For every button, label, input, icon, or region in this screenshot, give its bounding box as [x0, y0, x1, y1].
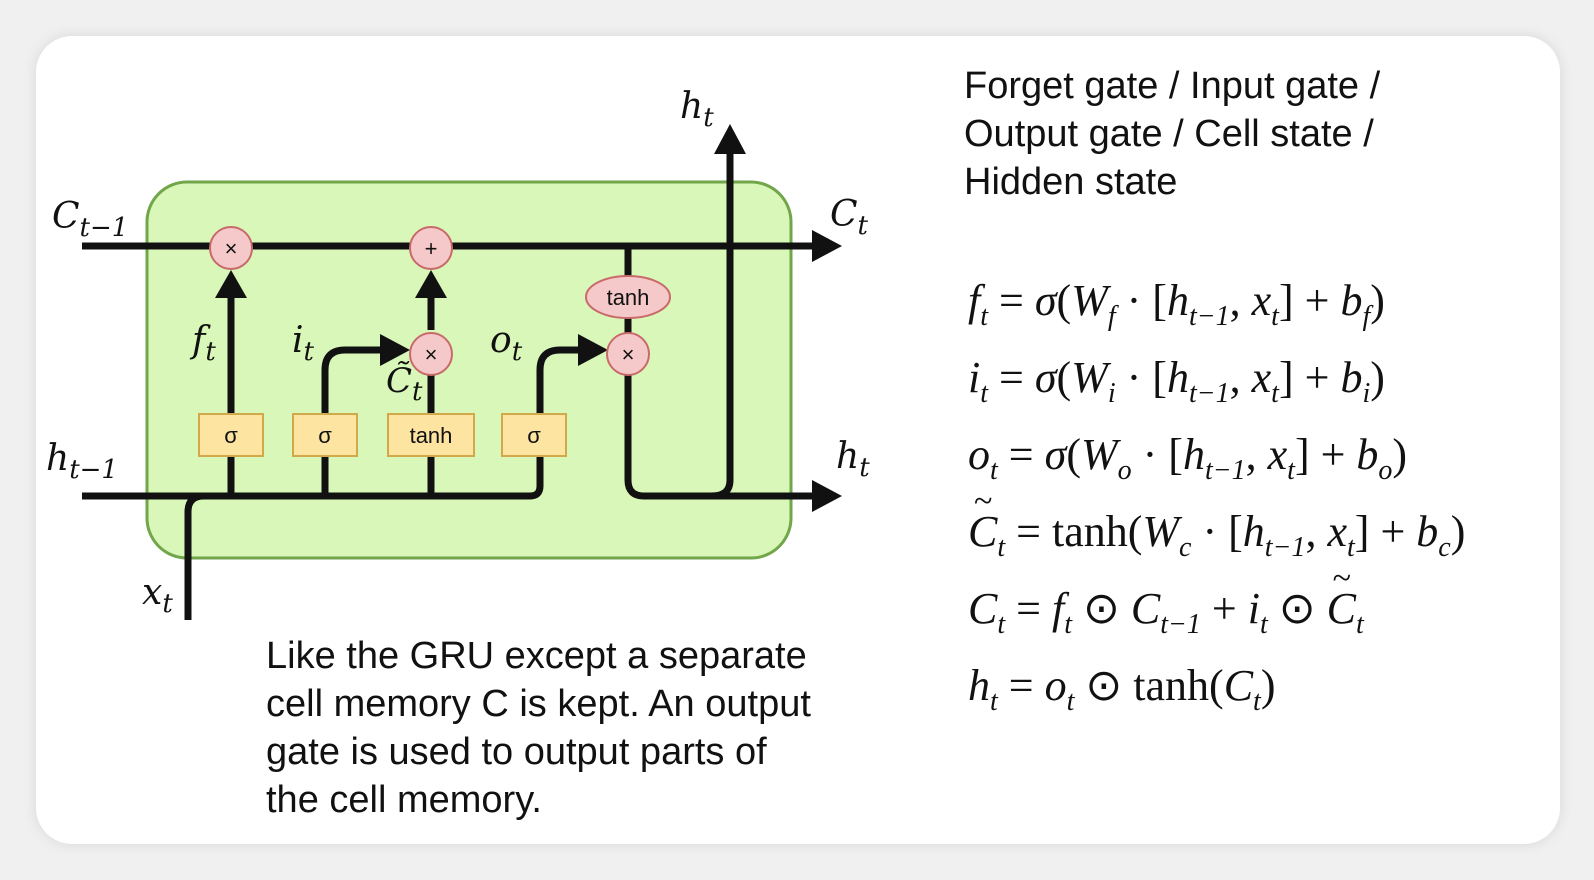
arrowhead-h-out	[812, 480, 842, 512]
cell-tanh-node	[585, 275, 671, 319]
gate-list-title: Forget gate / Input gate / Output gate /…	[964, 62, 1524, 206]
forget-sigma-label: σ	[224, 423, 238, 448]
equation-cell-state: Ct = ft ⊙ Ct−1 + it ⊙ Ct	[968, 540, 1568, 647]
input-multiply-node	[409, 332, 453, 376]
label-h-prev: ht−1	[46, 438, 118, 485]
forget-multiply-symbol: ×	[225, 236, 238, 261]
output-sigma-label: σ	[527, 423, 541, 448]
cell-add-symbol: +	[425, 236, 438, 261]
description-line: cell memory C is kept. An output	[266, 683, 811, 725]
candidate-tanh-box	[387, 413, 475, 457]
candidate-tanh-label: tanh	[410, 423, 453, 448]
title-line: Hidden state	[964, 161, 1178, 203]
equation-candidate: Ct = tanh(Wc · [ht−1, xt] + bc)	[968, 463, 1568, 570]
hidden-output-line	[624, 370, 818, 500]
output-multiply-symbol: ×	[622, 342, 635, 367]
hidden-up-line	[711, 150, 734, 500]
label-x-in: xt	[142, 572, 173, 619]
description-line: Like the GRU except a separate	[266, 635, 807, 677]
output-sigma-box	[501, 413, 567, 457]
label-output-gate: ot	[490, 320, 523, 367]
input-gate-line	[321, 346, 390, 496]
forget-sigma-box	[198, 413, 264, 457]
label-h-top: ht	[680, 86, 714, 133]
equation-input: it = σ(Wi · [ht−1, xt] + bi)	[968, 353, 1385, 409]
arrowhead-c-out	[812, 230, 842, 262]
forget-multiply-node	[209, 226, 253, 270]
equation-output: ot = σ(Wo · [ht−1, xt] + bo)	[968, 430, 1408, 486]
output-multiply-node	[606, 332, 650, 376]
arrowhead-input-mul	[380, 334, 410, 366]
title-line: Output gate / Cell state /	[964, 113, 1374, 155]
title-line: Forget gate / Input gate /	[964, 65, 1381, 107]
arrowhead-add	[415, 270, 447, 298]
label-candidate: C̃t	[386, 361, 423, 407]
equations: ft = σ(Wf · [ht−1, xt] + bf) it = σ(Wi ·…	[968, 262, 1568, 724]
x-input-line	[184, 492, 205, 620]
label-h-next: ht	[836, 436, 870, 483]
label-c-prev: Ct−1	[52, 196, 128, 243]
arrowhead-output-mul	[578, 334, 608, 366]
arrowhead-h-top	[714, 124, 746, 154]
label-c-next: Ct	[830, 194, 869, 241]
input-multiply-symbol: ×	[425, 342, 438, 367]
cell-add-node	[409, 226, 453, 270]
equation-hidden-state: ht = ot ⊙ tanh(Ct)	[968, 661, 1276, 717]
description-line: gate is used to output parts of	[266, 731, 767, 773]
description-line: the cell memory.	[266, 779, 542, 821]
description: Like the GRU except a separate cell memo…	[266, 632, 906, 824]
input-sigma-box	[292, 413, 358, 457]
equation-forget: ft = σ(Wf · [ht−1, xt] + bf)	[968, 276, 1385, 332]
cell-tanh-label: tanh	[607, 285, 650, 310]
arrowhead-forget	[215, 270, 247, 298]
input-sigma-label: σ	[318, 423, 332, 448]
label-input-gate: it	[292, 320, 315, 367]
